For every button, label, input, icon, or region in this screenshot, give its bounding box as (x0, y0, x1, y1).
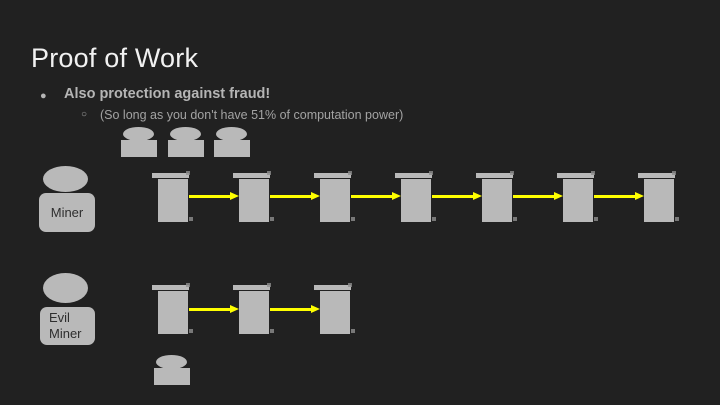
arrow-head (311, 305, 320, 313)
evil-miner-label-line2: Miner (49, 326, 82, 341)
block-corner-mark (510, 171, 514, 175)
arrow-head (473, 192, 482, 200)
block-lid (152, 285, 189, 290)
person-head (123, 127, 154, 141)
block-corner-mark (351, 217, 355, 221)
block-corner-mark (672, 171, 676, 175)
block-corner-mark (267, 283, 271, 287)
arrow-head (554, 192, 563, 200)
chain-arrow (270, 305, 320, 314)
block-corner-mark (432, 217, 436, 221)
block-corner-mark (348, 283, 352, 287)
chain-arrow (189, 305, 239, 314)
block-corner-mark (186, 283, 190, 287)
block-corner-mark (513, 217, 517, 221)
block-lid (557, 173, 594, 178)
block-body (482, 179, 512, 222)
block-body (239, 179, 269, 222)
fork-chain-block (233, 283, 275, 335)
pending-miner-figure (168, 127, 204, 157)
block-lid (314, 173, 351, 178)
block-body (239, 291, 269, 334)
block-body (563, 179, 593, 222)
person-head (216, 127, 247, 141)
arrow-shaft (513, 195, 556, 198)
sub-bullet-marker: ○ (81, 109, 88, 120)
block-body (320, 291, 350, 334)
evil-miner-head (43, 273, 88, 303)
block-lid (476, 173, 513, 178)
block-body (401, 179, 431, 222)
arrow-shaft (432, 195, 475, 198)
block-corner-mark (189, 217, 193, 221)
chain-arrow (513, 192, 563, 201)
main-chain-block (152, 171, 194, 223)
arrow-shaft (189, 308, 232, 311)
block-corner-mark (186, 171, 190, 175)
miner-label: Miner (50, 205, 84, 220)
block-corner-mark (348, 171, 352, 175)
arrow-shaft (594, 195, 637, 198)
chain-arrow (189, 192, 239, 201)
main-chain-block (314, 171, 356, 223)
block-corner-mark (270, 329, 274, 333)
chain-arrow (594, 192, 644, 201)
main-chain-block (638, 171, 680, 223)
block-body (320, 179, 350, 222)
block-body (644, 179, 674, 222)
arrow-shaft (189, 195, 232, 198)
person-body (168, 140, 204, 157)
person-head (156, 355, 187, 369)
slide-title: Proof of Work (31, 43, 199, 73)
block-corner-mark (594, 217, 598, 221)
evil-miner-figure: Evil Miner (40, 307, 95, 345)
block-corner-mark (351, 329, 355, 333)
block-corner-mark (270, 217, 274, 221)
evil-miner-label-line1: Evil (49, 310, 70, 325)
fork-chain-block (314, 283, 356, 335)
block-lid (233, 285, 270, 290)
main-chain-block (233, 171, 275, 223)
arrow-head (230, 192, 239, 200)
arrow-head (635, 192, 644, 200)
arrow-shaft (270, 308, 313, 311)
block-body (158, 179, 188, 222)
person-body (121, 140, 157, 157)
arrow-shaft (351, 195, 394, 198)
block-body (158, 291, 188, 334)
bullet-text: Also protection against fraud! (64, 86, 271, 102)
sub-bullet-text: (So long as you don't have 51% of comput… (100, 108, 404, 122)
person-body (154, 368, 190, 385)
main-chain-block (557, 171, 599, 223)
bullet-marker: ● (40, 90, 47, 102)
arrow-head (311, 192, 320, 200)
person-head (170, 127, 201, 141)
block-corner-mark (429, 171, 433, 175)
chain-arrow (432, 192, 482, 201)
block-corner-mark (591, 171, 595, 175)
fork-chain-block (152, 283, 194, 335)
block-corner-mark (267, 171, 271, 175)
main-chain-block (476, 171, 518, 223)
miner-head (43, 166, 88, 192)
pending-miner-figure (121, 127, 157, 157)
block-lid (395, 173, 432, 178)
block-lid (152, 173, 189, 178)
pending-miner-figure (214, 127, 250, 157)
block-lid (638, 173, 675, 178)
arrow-head (392, 192, 401, 200)
block-corner-mark (189, 329, 193, 333)
chain-arrow (351, 192, 401, 201)
orphan-miner-figure (154, 355, 190, 385)
miner-figure: Miner (39, 193, 95, 232)
arrow-head (230, 305, 239, 313)
chain-arrow (270, 192, 320, 201)
person-body (214, 140, 250, 157)
block-lid (314, 285, 351, 290)
block-lid (233, 173, 270, 178)
block-corner-mark (675, 217, 679, 221)
arrow-shaft (270, 195, 313, 198)
main-chain-block (395, 171, 437, 223)
